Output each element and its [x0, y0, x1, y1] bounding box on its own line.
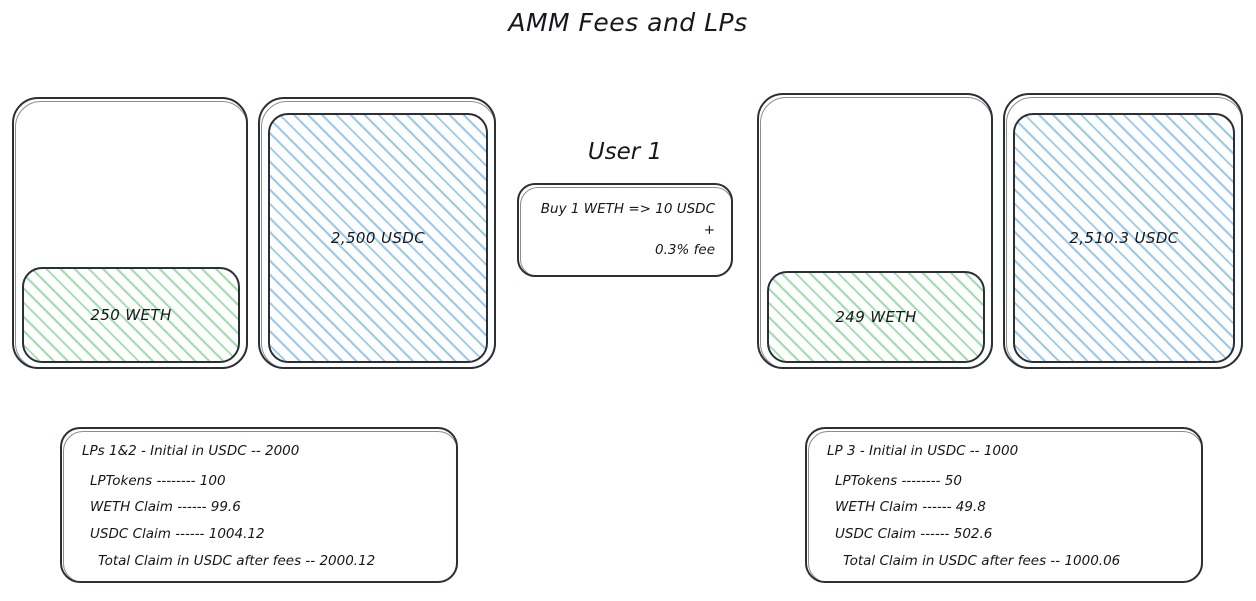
pool-after-weth-fill: 249 WETH — [767, 271, 985, 363]
pool-after-usdc-container: 2,510.3 USDC — [1003, 93, 1243, 369]
lp-right-total: Total Claim in USDC after fees -- 1000.0… — [843, 553, 1121, 569]
lp-right-line-0: LPTokens -------- 50 — [835, 472, 962, 489]
pool-before-usdc-label: 2,500 USDC — [330, 229, 426, 247]
lp-right-line-1: WETH Claim ------ 49.8 — [835, 499, 986, 515]
pool-after-weth-label: 249 WETH — [835, 308, 917, 326]
lp-left-heading: LPs 1&2 - Initial in USDC -- 2000 — [82, 443, 300, 459]
user-heading: User 1 — [587, 139, 663, 165]
lp-right-line-2: USDC Claim ------ 502.6 — [835, 525, 993, 542]
lp-left-line-2: USDC Claim ------ 1004.12 — [90, 525, 265, 542]
pool-before-usdc-fill: 2,500 USDC — [268, 113, 488, 363]
lp-left-line-0: LPTokens -------- 100 — [90, 472, 226, 489]
pool-after-usdc-fill: 2,510.3 USDC — [1013, 113, 1235, 363]
pool-before-weth-container: 250 WETH — [12, 97, 248, 369]
lp-left-line-1: WETH Claim ------ 99.6 — [90, 499, 241, 515]
lp-summary-left: LPs 1&2 - Initial in USDC -- 2000 LPToke… — [60, 427, 458, 583]
user-action-box: Buy 1 WETH => 10 USDC + 0.3% fee — [517, 183, 733, 277]
pool-before-usdc-container: 2,500 USDC — [258, 97, 496, 369]
user-action-text: Buy 1 WETH => 10 USDC + 0.3% fee — [540, 200, 715, 259]
pool-after-usdc-label: 2,510.3 USDC — [1069, 229, 1179, 247]
pool-before-weth-label: 250 WETH — [90, 306, 172, 324]
lp-left-total: Total Claim in USDC after fees -- 2000.1… — [98, 553, 376, 569]
pool-after-weth-container: 249 WETH — [757, 93, 993, 369]
pool-before-weth-fill: 250 WETH — [22, 267, 240, 363]
lp-summary-right: LP 3 - Initial in USDC -- 1000 LPTokens … — [805, 427, 1203, 583]
lp-right-heading: LP 3 - Initial in USDC -- 1000 — [827, 443, 1019, 459]
page-title: AMM Fees and LPs — [508, 8, 748, 37]
